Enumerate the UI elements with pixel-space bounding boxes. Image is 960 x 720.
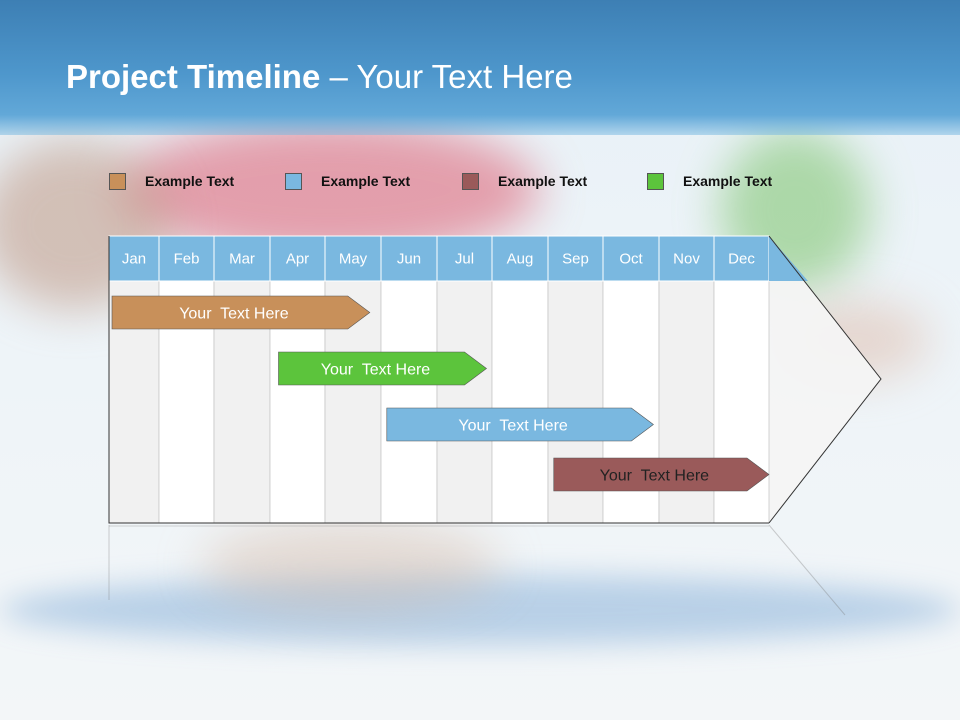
month-header-cell bbox=[269, 235, 326, 282]
title-rest: – Your Text Here bbox=[320, 58, 573, 95]
month-label: Mar bbox=[229, 251, 255, 268]
task-bar[interactable] bbox=[111, 295, 371, 330]
task-bar[interactable] bbox=[553, 457, 770, 492]
month-label: Oct bbox=[619, 251, 643, 268]
chart-border bbox=[108, 236, 769, 524]
task-label: Your Text Here bbox=[179, 306, 289, 323]
month-header-cell bbox=[547, 235, 604, 282]
legend-swatch-3 bbox=[462, 172, 479, 190]
month-label: Jun bbox=[397, 251, 421, 268]
month-header-cell bbox=[491, 235, 549, 282]
arrow-outline bbox=[768, 235, 882, 524]
month-header-cell bbox=[213, 235, 271, 282]
legend-label-1: Example Text bbox=[145, 173, 235, 189]
month-column bbox=[436, 280, 493, 524]
legend-label-3: Example Text bbox=[498, 173, 588, 189]
month-label: Feb bbox=[174, 251, 200, 268]
month-header-cell bbox=[436, 235, 493, 282]
title-bold: Project Timeline bbox=[66, 58, 321, 95]
legend-label-2: Example Text bbox=[321, 173, 411, 189]
legend-item-1: Example Text bbox=[109, 170, 234, 192]
month-label: Nov bbox=[673, 251, 700, 268]
task-bar[interactable] bbox=[278, 351, 487, 386]
month-label: Sep bbox=[562, 251, 589, 268]
task-label: Your Text Here bbox=[600, 468, 710, 485]
month-label: Aug bbox=[507, 251, 534, 268]
month-label: Apr bbox=[286, 251, 309, 268]
legend-item-2: Example Text bbox=[285, 170, 410, 192]
legend-swatch-2 bbox=[285, 172, 302, 190]
reflection-line bbox=[768, 524, 846, 616]
background-photo-mat bbox=[0, 575, 960, 645]
task-label: Your Text Here bbox=[321, 362, 431, 379]
month-label: May bbox=[339, 251, 368, 268]
header-arrow-tip bbox=[769, 236, 808, 281]
task-bar[interactable] bbox=[386, 407, 654, 442]
title-bar bbox=[0, 0, 960, 135]
month-header-cell bbox=[658, 235, 715, 282]
page-title: Project Timeline – Your Text Here bbox=[66, 58, 573, 96]
task-label: Your Text Here bbox=[458, 418, 568, 435]
month-label: Jul bbox=[455, 251, 474, 268]
month-column bbox=[380, 280, 438, 524]
month-header-cell bbox=[324, 235, 382, 282]
legend-swatch-1 bbox=[109, 172, 126, 190]
legend-item-3: Example Text bbox=[462, 170, 587, 192]
month-label: Jan bbox=[122, 251, 146, 268]
month-column bbox=[491, 280, 549, 524]
legend-label-4: Example Text bbox=[683, 173, 773, 189]
month-header-cell bbox=[158, 235, 215, 282]
month-label: Dec bbox=[728, 251, 755, 268]
legend-item-4: Example Text bbox=[647, 170, 772, 192]
month-header-cell bbox=[380, 235, 438, 282]
legend-swatch-4 bbox=[647, 172, 664, 190]
background-photo-arms bbox=[200, 520, 500, 610]
